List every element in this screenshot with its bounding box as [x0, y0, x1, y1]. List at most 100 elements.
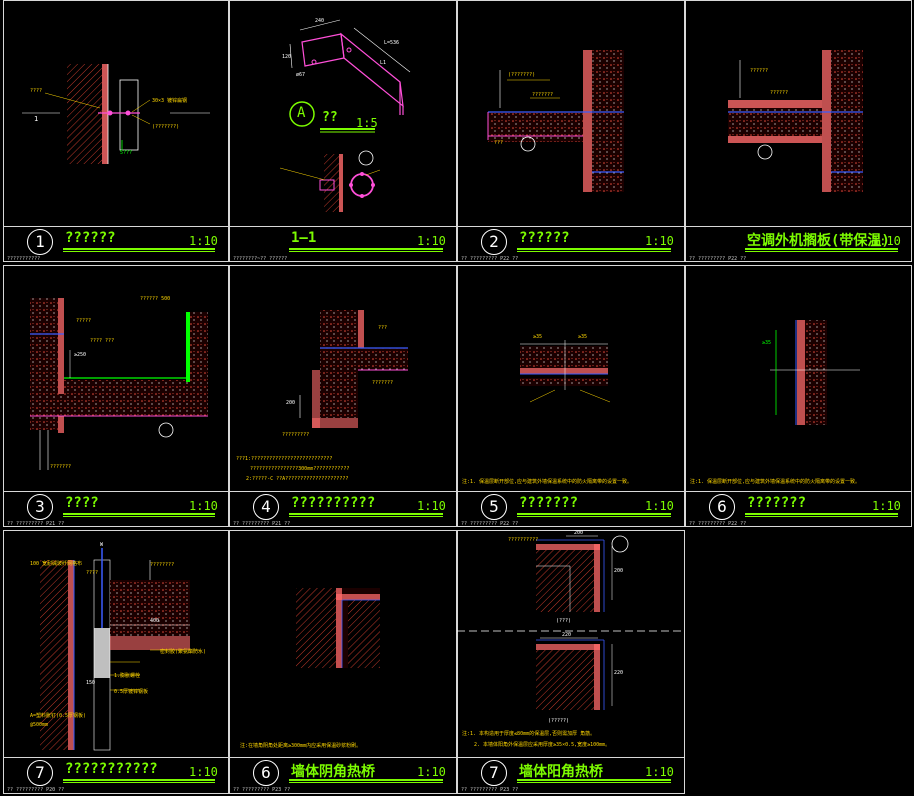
d6-label-1: ??? [378, 325, 388, 331]
d11-label-2: (?????) [548, 718, 570, 724]
dim-120: 120 [282, 54, 292, 60]
detail-number-circle: 6 [253, 760, 279, 786]
detail-number-circle: 7 [27, 760, 53, 786]
detail-1-panel [3, 0, 229, 262]
a-title: ?? [322, 110, 338, 125]
detail-number-circle: 2 [481, 229, 507, 255]
title-frame-line [229, 757, 457, 758]
detail-number-circle: 4 [253, 494, 279, 520]
d9-dim-3: W [100, 542, 104, 548]
title-underline [289, 779, 443, 781]
d11-dim-2: 200 [614, 568, 624, 574]
title-frame-line [457, 757, 685, 758]
d1-label-1: 30×3 镀锌扁钢 [152, 98, 188, 104]
detail-reference: ?? ????????? P22 ?? [461, 256, 519, 262]
detail-1-drawing [22, 64, 210, 164]
title-underline [63, 248, 215, 250]
d11-dim-1: 200 [574, 530, 584, 536]
title-frame-line [229, 491, 457, 492]
d9-dim-2: 150 [86, 680, 96, 686]
title-underline [63, 513, 215, 515]
d4-label-1: ?????? [750, 68, 769, 74]
title-frame-line [685, 491, 912, 492]
detail-5-panel [3, 265, 229, 527]
d10-note: 注:在墙角阴角处距离≥300mm内应采用保温砂浆粉刷。 [240, 743, 362, 749]
detail-scale: 1:10 [645, 765, 674, 779]
d8-dim: ≥35 [762, 340, 772, 346]
a-scale: 1:5 [356, 116, 378, 130]
detail-7-drawing [520, 340, 611, 403]
d6-note-3: 2:?????-C ??A????????????????????? [246, 476, 349, 482]
d5-label-2: ????? [76, 318, 92, 324]
detail-scale: 1:10 [417, 234, 446, 248]
detail-title: ??????? [747, 495, 807, 511]
detail-title: 1—1 [291, 230, 317, 246]
title-underline-thin [63, 782, 215, 783]
title-underline [517, 513, 671, 515]
title-block-d3: 2??????1:10?? ????????? P22 ?? [457, 226, 685, 262]
title-underline-thin [63, 251, 215, 252]
d9-label-1: 100 宽耐碱玻纤网格布 [30, 561, 83, 567]
detail-7-panel [457, 265, 685, 527]
title-block-d1: 1??????1:10??????????? [3, 226, 229, 262]
detail-reference: ?? ????????? P21 ?? [7, 521, 65, 527]
title-frame-line [3, 491, 229, 492]
title-block-d8: 6???????1:10?? ????????? P22 ?? [685, 491, 912, 527]
title-underline-thin [745, 516, 898, 517]
d3-label-1: (???????) [508, 72, 536, 78]
d9-label-2: ???????? [150, 562, 175, 568]
a-letter: A [297, 105, 306, 121]
detail-number-circle: 6 [709, 494, 735, 520]
title-frame-line [457, 491, 685, 492]
title-underline-thin [289, 516, 443, 517]
dim-phi: ø67 [296, 72, 306, 78]
detail-9-panel [3, 530, 229, 794]
detail-reference: ??????????? [7, 256, 41, 262]
title-underline-thin [517, 251, 671, 252]
title-underline-thin [289, 251, 443, 252]
detail-title: 墙体阳角热桥 [519, 764, 603, 780]
detail-title: ?????? [519, 230, 570, 246]
detail-scale: 1:10 [417, 499, 446, 513]
d9-label-3: ???? [86, 570, 99, 576]
dim-536: L=536 [384, 40, 400, 46]
detail-title: ??????????? [65, 761, 158, 777]
detail-title: ??????? [519, 495, 579, 511]
title-underline-thin [517, 516, 671, 517]
detail-title: ?????? [65, 230, 116, 246]
d11-label-1: (???) [556, 618, 572, 624]
d6-dim: 200 [286, 400, 296, 406]
d6-note-2: ????????????????300mm???????????? [250, 466, 350, 472]
title-block-d6: 4?????????? 1:10 ?? ????????? P21 ?? [229, 491, 457, 527]
d6-note-1: ???1:??????????????????????????? [236, 456, 333, 462]
d9-dim-1: 400 [150, 618, 160, 624]
detail-4-panel [685, 0, 912, 262]
detail-scale: 1:10 [189, 765, 218, 779]
detail-3-panel [457, 0, 685, 262]
detail-title: 墙体阴角热桥 [291, 764, 375, 780]
d4-label-2: ?????? [770, 90, 789, 96]
title-block-d7: 5???????1:10?? ????????? P22 ?? [457, 491, 685, 527]
dim-240: 240 [315, 18, 325, 24]
d3-label-3: ??? [494, 140, 504, 146]
d1-label-4: 5??? [120, 150, 133, 156]
title-underline-thin [517, 782, 671, 783]
detail-reference: ?? ????????? P21 ?? [233, 521, 291, 527]
d6-label-2: ??????? [372, 380, 394, 386]
dim-l1: L1 [380, 60, 387, 66]
title-frame-line [3, 757, 229, 758]
d9-label-6: 0.5厚镀锌钢板 [114, 689, 149, 695]
detail-number-circle: 1 [27, 229, 53, 255]
detail-5-drawing [30, 298, 208, 470]
detail-11-panel [457, 530, 685, 794]
title-underline [63, 779, 215, 781]
d5-label-4: ??????? [50, 464, 72, 470]
d11-label-3: ?????????? [508, 537, 539, 543]
detail-title: ?????????? [291, 495, 376, 511]
detail-2-panel [229, 0, 457, 262]
title-block-d4: 空调外机搁板(带保温)1:10?? ????????? P22 ?? [685, 226, 912, 262]
detail-2-drawing [279, 19, 411, 212]
